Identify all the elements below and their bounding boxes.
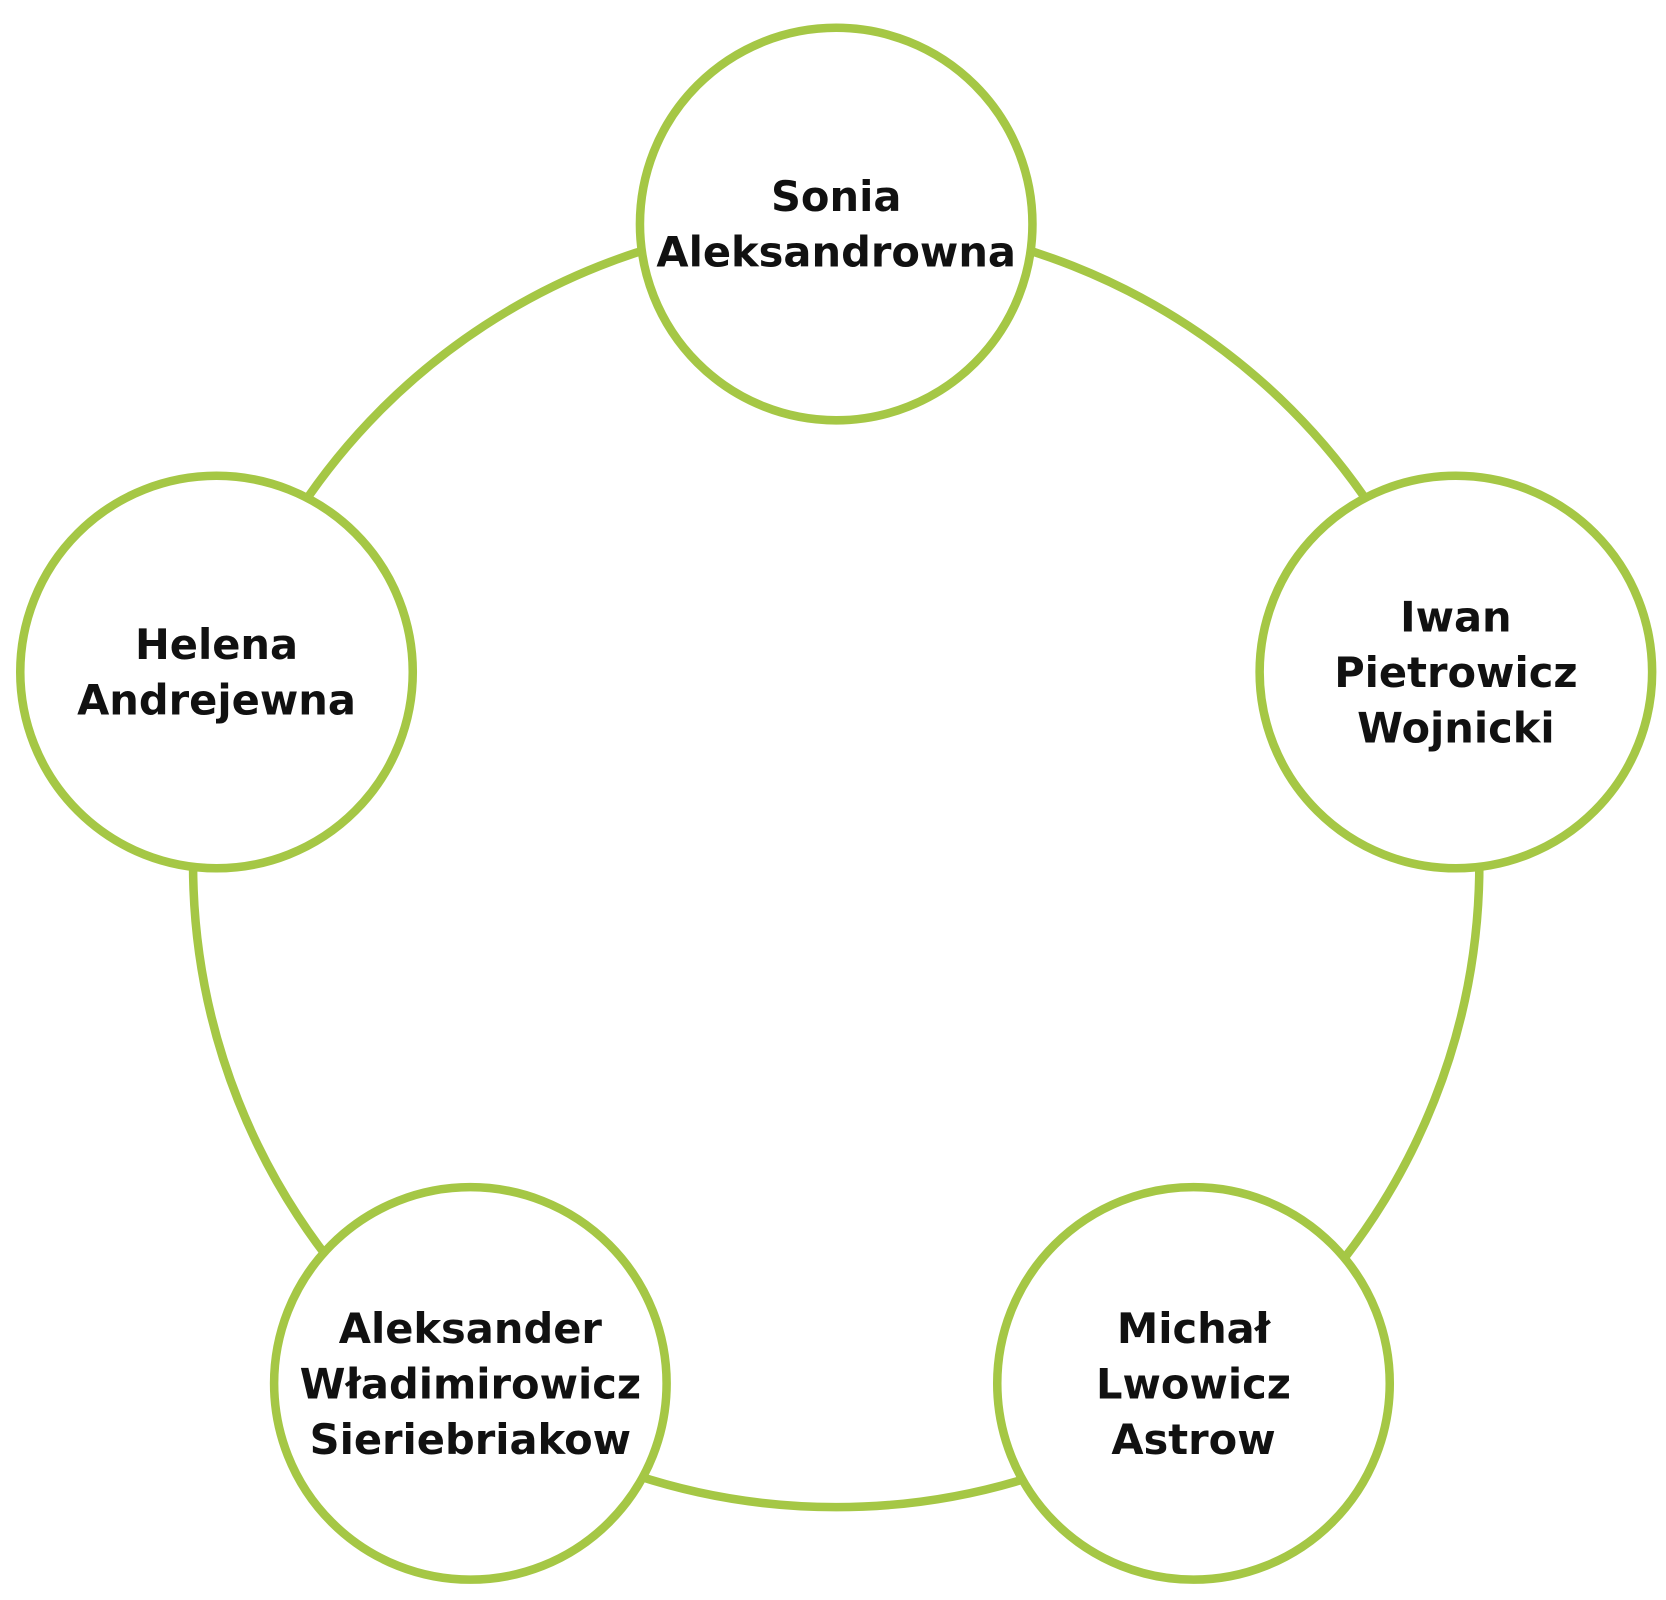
node-label-line: Sonia <box>771 172 901 221</box>
node-label-line: Pietrowicz <box>1334 648 1577 697</box>
node-label-line: Helena <box>135 620 298 669</box>
node-label-line: Władimirowicz <box>300 1359 642 1408</box>
node-circle <box>992 1182 1395 1584</box>
node-label-line: Andrejewna <box>77 676 356 725</box>
node-label-line: Astrow <box>1111 1415 1275 1464</box>
node-label-line: Sieriebriakow <box>310 1415 631 1464</box>
node-circle <box>1255 471 1657 873</box>
node-circle <box>635 23 1037 425</box>
node-label-line: Lwowicz <box>1096 1359 1291 1408</box>
node-label-line: Aleksandrowna <box>656 228 1016 277</box>
node-label-line: Aleksander <box>339 1304 603 1353</box>
node-circle <box>15 471 418 873</box>
node-circle <box>269 1182 671 1584</box>
node-label-line: Michał <box>1117 1304 1272 1353</box>
node-label-line: Wojnicki <box>1357 703 1555 752</box>
node-label-line: Iwan <box>1400 592 1512 641</box>
